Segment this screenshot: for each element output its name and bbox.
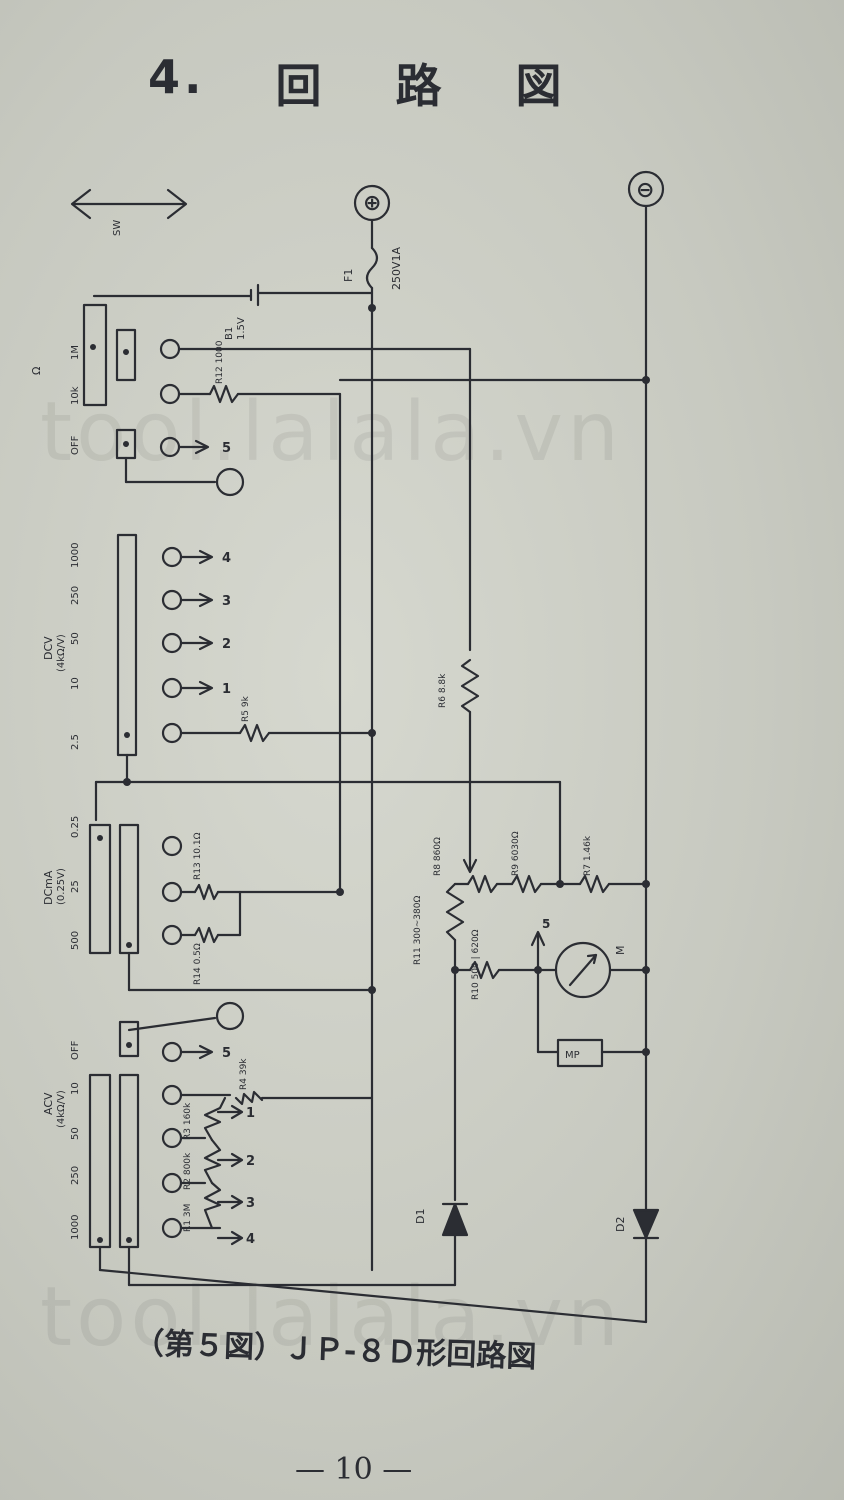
acv-tap-2: 2 <box>246 1154 255 1169</box>
battery-name: B1 <box>224 327 235 340</box>
label-r6: R6 8.8k <box>438 673 448 708</box>
ohm-switch-bar-1 <box>82 303 108 407</box>
dcma-switch-bar-1 <box>88 823 112 955</box>
resistor-r1-icon <box>203 1181 222 1230</box>
label-r5: R5 9k <box>241 695 251 722</box>
dcv-range-50: 50 <box>70 632 81 645</box>
label-r3: R3 160k <box>183 1102 193 1140</box>
label-r2: R2 800k <box>183 1152 193 1190</box>
dcma-range-0-25: 0.25 <box>70 816 81 838</box>
label-r14: R14 0.5Ω <box>193 943 203 985</box>
switch-direction-arrow <box>70 188 188 220</box>
acv-range-10: 10 <box>70 1082 81 1095</box>
meter-label: M <box>614 946 627 956</box>
ohm-tap-5: 5 <box>222 441 231 456</box>
section-title-char-1: 回 <box>275 59 326 113</box>
dcv-section-head: DCV <box>42 636 55 660</box>
ohm-minus-terminal-icon <box>215 467 245 497</box>
dcv-range-250: 250 <box>70 586 81 605</box>
mp-label: MP <box>565 1050 580 1061</box>
section-title-char-2: 路 <box>395 59 446 113</box>
resistor-r14-icon <box>193 926 220 944</box>
label-r4: R4 39k <box>239 1058 249 1090</box>
ohm-range-off: OFF <box>70 435 81 455</box>
resistor-r7-icon <box>578 874 611 894</box>
label-d1: D1 <box>414 1209 427 1224</box>
minus-terminal-label: ⊖ <box>636 178 654 203</box>
ohm-range-10k: 10k <box>70 386 81 405</box>
ohm-section-head: Ω <box>30 367 43 375</box>
acv-tap-5: 5 <box>222 1046 231 1061</box>
acv-tap-3: 3 <box>246 1196 255 1211</box>
dcma-section-sub: (0.25V) <box>56 868 67 905</box>
dcv-section-sub: (4kΩ/V) <box>56 634 67 672</box>
dcv-range-10: 10 <box>70 677 81 690</box>
acv-switch-bar-1 <box>88 1073 112 1249</box>
label-r10: R10 500 | 620Ω <box>471 929 481 1000</box>
acv-range-50: 50 <box>70 1127 81 1140</box>
resistor-r13-icon <box>193 883 220 901</box>
resistor-r2-icon <box>203 1138 222 1185</box>
dcv-switch-bar <box>116 533 138 757</box>
resistor-r12-icon <box>208 384 240 404</box>
dcv-tap-4: 4 <box>222 551 231 566</box>
label-r8: R8 860Ω <box>433 837 443 876</box>
battery-value: 1.5V <box>236 317 247 340</box>
label-r12: R12 1000 <box>215 340 225 384</box>
label-r7: R7 1.46k <box>583 835 593 876</box>
label-r1: R1 3M <box>183 1204 193 1232</box>
acv-minus-terminal-icon <box>215 1001 245 1031</box>
dcv-range-1000: 1000 <box>70 543 81 568</box>
dcv-tap-3: 3 <box>222 594 231 609</box>
resistor-r11-icon <box>445 882 465 942</box>
dcv-tap-1: 1 <box>222 682 231 697</box>
resistor-r4-icon <box>234 1090 264 1106</box>
acv-tap-1: 1 <box>246 1106 255 1121</box>
label-d2: D2 <box>614 1217 627 1232</box>
acv-section-head: ACV <box>42 1092 55 1115</box>
section-title-char-3: 図 <box>515 59 566 113</box>
acv-range-250: 250 <box>70 1166 81 1185</box>
watermark-upper: tool.lalala.vn <box>40 385 623 480</box>
dcma-range-500: 500 <box>70 931 81 950</box>
ohm-range-1m: 1M <box>70 345 81 360</box>
diode-d1-icon <box>441 1202 469 1237</box>
fuse-icon <box>365 246 379 290</box>
plus-terminal-label: ⊕ <box>363 191 381 216</box>
resistor-r8-icon <box>466 874 499 894</box>
resistor-r10-icon <box>468 960 501 980</box>
resistor-r9-icon <box>510 874 543 894</box>
acv-switch-bar-2 <box>118 1073 140 1249</box>
label-r13: R13 10.1Ω <box>193 832 203 880</box>
section-title: 4. 回 路 図 <box>148 50 565 116</box>
dcma-switch-bar-2 <box>118 823 140 955</box>
dcma-section-head: DCmA <box>42 870 55 905</box>
label-r11: R11 300~380Ω <box>413 896 423 965</box>
resistor-r3-icon <box>203 1096 227 1142</box>
acv-section-sub: (4kΩ/V) <box>56 1090 67 1128</box>
acv-tap-4: 4 <box>246 1232 255 1247</box>
resistor-r6-icon <box>460 658 480 714</box>
dcma-range-25: 25 <box>70 880 81 893</box>
fuse-rating: 250V1A <box>390 246 403 290</box>
section-number: 4. <box>148 50 206 104</box>
dcv-tap-2: 2 <box>222 637 231 652</box>
dcv-range-2-5: 2.5 <box>70 734 81 750</box>
acv-range-off: OFF <box>70 1040 81 1060</box>
acv-range-1000: 1000 <box>70 1215 81 1240</box>
page-number: — 10 — <box>295 1452 413 1487</box>
arrow-label: SW <box>112 220 123 236</box>
label-r9: R9 6030Ω <box>511 831 521 876</box>
acv-switch-bar-off <box>118 1020 140 1058</box>
diode-d2-icon <box>632 1208 660 1240</box>
ohm-switch-bar-2 <box>115 328 137 382</box>
meter-tap-5: 5 <box>542 917 550 931</box>
resistor-r5-icon <box>238 723 271 743</box>
fuse-name: F1 <box>342 269 355 282</box>
